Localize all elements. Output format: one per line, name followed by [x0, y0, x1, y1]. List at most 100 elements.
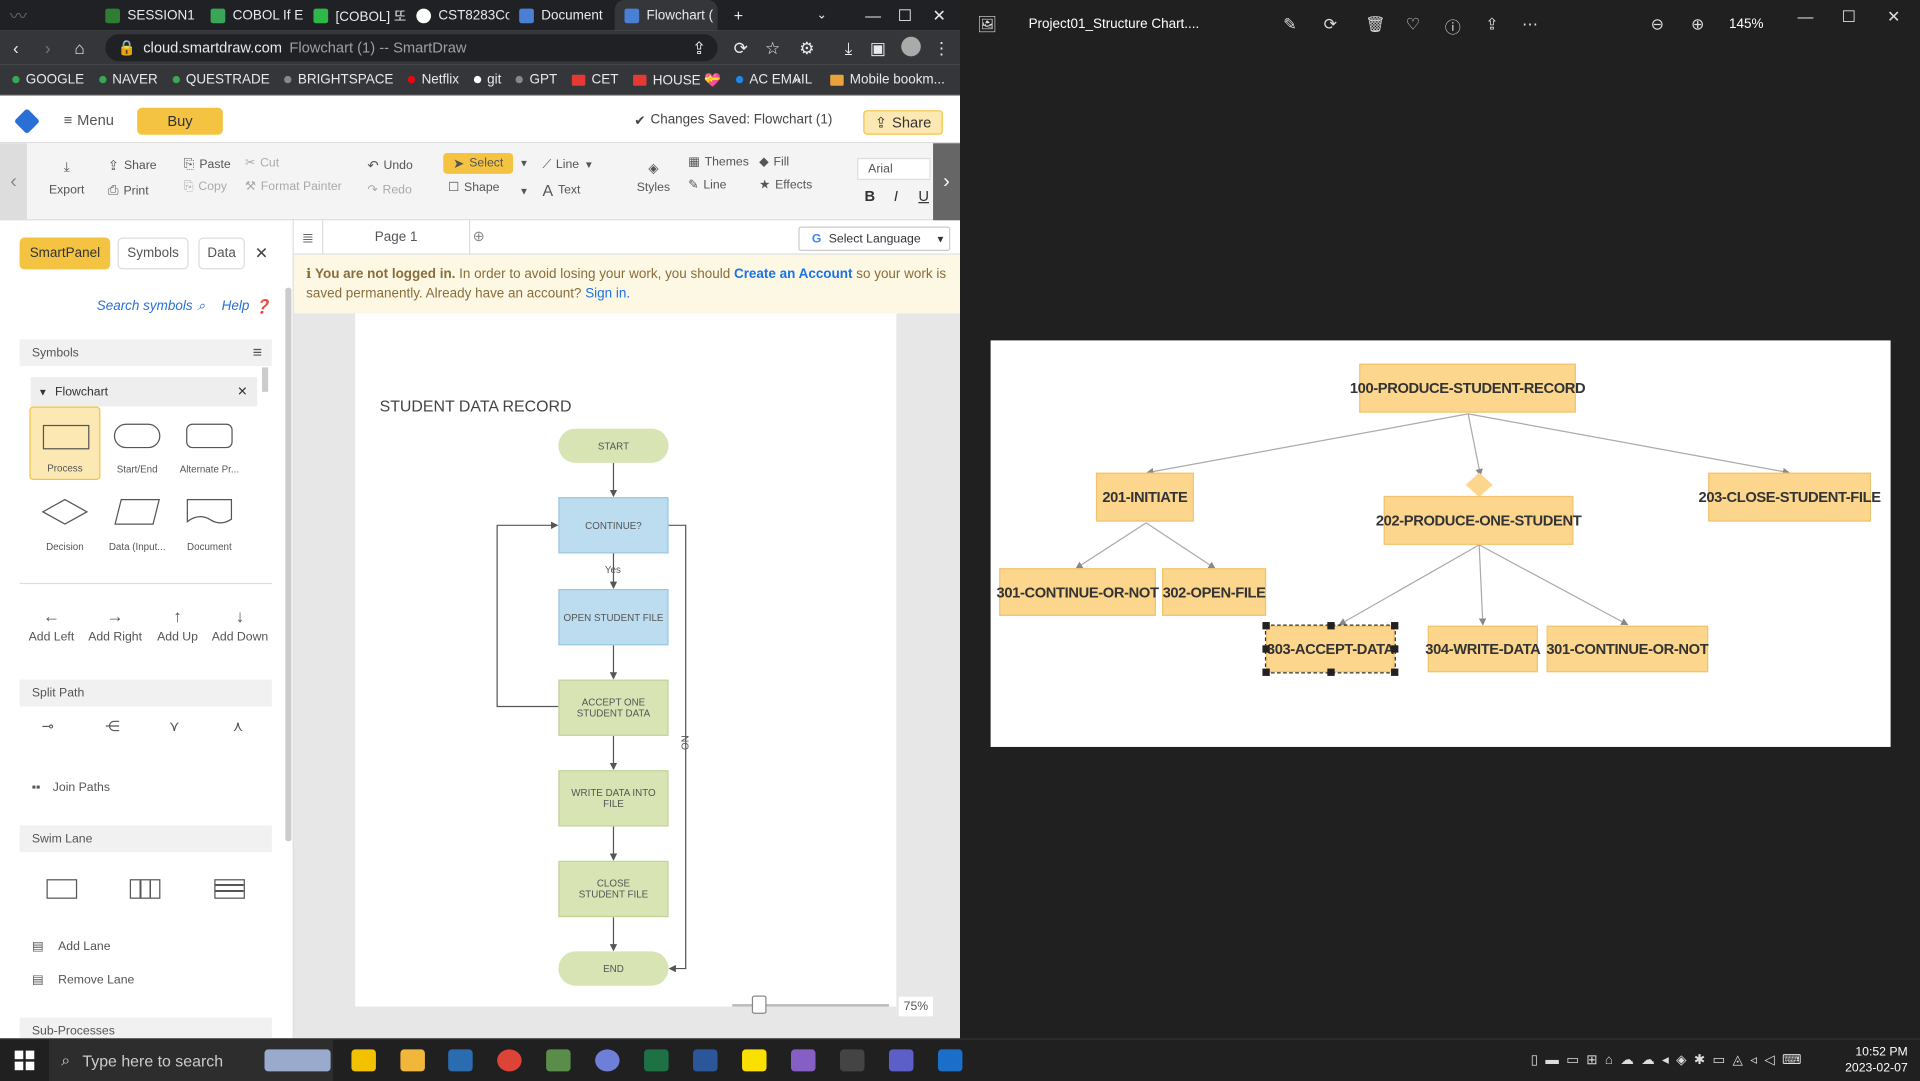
split-path-header[interactable]: Split Path: [19, 679, 272, 707]
avatar[interactable]: [901, 36, 921, 57]
copy-button[interactable]: ⎘Copy: [184, 180, 227, 193]
photos-icon[interactable]: [937, 1049, 963, 1072]
print-button[interactable]: ⎙Print: [108, 184, 149, 200]
share-page-icon[interactable]: ⇪: [691, 37, 707, 58]
app-icon[interactable]: [448, 1049, 473, 1072]
bookmark-ac-email[interactable]: AC EMAIL: [735, 72, 812, 87]
delete-icon[interactable]: 🗑: [1365, 14, 1386, 34]
redo-button[interactable]: ↷Redo: [367, 184, 411, 197]
viewer-zoom-level[interactable]: 145%: [1728, 17, 1764, 32]
windows-start-icon[interactable]: [14, 1050, 35, 1071]
gallery-icon[interactable]: 🖼: [977, 14, 998, 34]
tab-session1[interactable]: SESSION1: [96, 0, 201, 31]
split-path-icon[interactable]: ⊸: [41, 717, 54, 735]
flow-node-end[interactable]: END: [558, 951, 669, 986]
selection-handle[interactable]: [1262, 668, 1270, 676]
line-tool-button[interactable]: ⟋Line▼: [542, 158, 593, 171]
swim-lane-horizontal-icon[interactable]: [214, 879, 245, 899]
forward-icon[interactable]: ›: [44, 37, 51, 58]
bookmark-house[interactable]: HOUSE 💝: [633, 72, 721, 88]
add-left-button[interactable]: ←Add Left: [20, 606, 84, 644]
selection-handle[interactable]: [1327, 668, 1335, 676]
tab-search-icon[interactable]: ⌄: [816, 8, 827, 23]
chart-node-201[interactable]: 201-INITIATE: [1095, 472, 1194, 522]
url-input[interactable]: 🔒 cloud.smartdraw.com Flowchart (1) -- S…: [105, 34, 718, 62]
sidebar-icon[interactable]: ▣: [869, 37, 887, 58]
chart-node-304[interactable]: 304-WRITE-DATA: [1425, 625, 1541, 673]
fill-button[interactable]: ◆Fill: [759, 156, 789, 169]
image-app-icon[interactable]: [546, 1049, 571, 1072]
flowchart-library-header[interactable]: ▼Flowchart✕: [30, 377, 258, 407]
split-path-icon[interactable]: ⋎: [168, 717, 180, 735]
bookmark-naver[interactable]: NAVER: [98, 72, 158, 87]
bookmark-brightspace[interactable]: BRIGHTSPACE: [284, 72, 393, 87]
home-icon[interactable]: ⌂: [74, 37, 85, 58]
close-panel-button[interactable]: ✕: [254, 243, 269, 263]
r-app-icon[interactable]: [595, 1049, 620, 1072]
bookmark-google[interactable]: GOOGLE: [12, 72, 84, 87]
share-button[interactable]: ⇪Share: [863, 110, 943, 135]
chart-node-202[interactable]: 202-PRODUCE-ONE-STUDENT: [1376, 495, 1582, 545]
add-lane-button[interactable]: ▤Add Lane: [32, 940, 111, 953]
themes-button[interactable]: ▦Themes: [688, 156, 749, 169]
selection-handle[interactable]: [1391, 622, 1399, 630]
add-right-button[interactable]: →Add Right: [83, 606, 147, 644]
chart-node-302[interactable]: 302-OPEN-FILE: [1162, 568, 1267, 616]
tab-document[interactable]: Document: [509, 0, 612, 31]
ribbon-left-arrow[interactable]: ‹: [0, 143, 27, 221]
drawing-page[interactable]: STUDENT DATA RECORD START CONTINUE? Yes …: [355, 313, 897, 1007]
swim-lane-vertical-icon[interactable]: [129, 879, 161, 899]
close-window-icon[interactable]: ✕: [932, 5, 946, 24]
file-explorer-icon[interactable]: [400, 1049, 425, 1072]
new-tab-button[interactable]: +: [733, 6, 744, 25]
zoom-slider-handle[interactable]: [751, 995, 767, 1014]
search-symbols-link[interactable]: Search symbols⌕: [97, 299, 205, 315]
font-select[interactable]: Arial: [857, 157, 931, 181]
back-icon[interactable]: ‹: [13, 37, 19, 58]
symbol-start-end[interactable]: Start/End: [102, 407, 173, 480]
minimize-icon[interactable]: —: [865, 6, 882, 25]
refresh-icon[interactable]: ⟳: [733, 37, 748, 58]
favorite-icon[interactable]: ☆: [764, 37, 781, 58]
symbols-scrollbar[interactable]: [262, 367, 269, 392]
chart-node-301-a[interactable]: 301-CONTINUE-OR-NOT: [997, 568, 1159, 616]
maximize-icon[interactable]: ☐: [1841, 7, 1856, 26]
split-path-icon[interactable]: ⋲: [105, 717, 121, 735]
help-link[interactable]: Help❓: [222, 299, 271, 315]
share-icon[interactable]: ⇪: [1485, 14, 1499, 34]
close-window-icon[interactable]: ✕: [1886, 7, 1901, 26]
remove-lane-button[interactable]: ▤Remove Lane: [32, 973, 135, 986]
chrome-icon[interactable]: [497, 1049, 522, 1072]
flow-node-write-data[interactable]: WRITE DATA INTO FILE: [558, 770, 669, 827]
selection-handle[interactable]: [1391, 645, 1399, 653]
selection-handle[interactable]: [1327, 622, 1335, 630]
select-dropdown-icon[interactable]: ▼: [519, 157, 529, 169]
bookmark-git[interactable]: git: [473, 72, 501, 87]
sticky-notes-icon[interactable]: [351, 1049, 376, 1072]
diagram-title[interactable]: STUDENT DATA RECORD: [379, 396, 572, 416]
line-style-button[interactable]: ✎Line: [688, 179, 726, 192]
effects-button[interactable]: ★Effects: [759, 179, 812, 192]
minimize-icon[interactable]: —: [1797, 7, 1814, 26]
shape-tool-button[interactable]: ☐Shape: [448, 181, 499, 194]
selection-handle[interactable]: [1391, 668, 1399, 676]
tab-symbols[interactable]: Symbols: [117, 237, 189, 270]
bookmark-netflix[interactable]: Netflix: [408, 72, 459, 87]
chart-node-301-b[interactable]: 301-CONTINUE-OR-NOT: [1546, 625, 1709, 673]
toolbar-share-button[interactable]: ⇪Share: [108, 158, 157, 174]
structure-chart-image[interactable]: 100-PRODUCE-STUDENT-RECORD 201-INITIATE …: [990, 340, 1891, 747]
add-down-button[interactable]: ↓Add Down: [208, 606, 272, 644]
download-icon[interactable]: ⤓: [844, 37, 853, 58]
zoom-in-icon[interactable]: ⊕: [1691, 14, 1705, 34]
chart-node-203[interactable]: 203-CLOSE-STUDENT-FILE: [1699, 472, 1881, 522]
symbol-data[interactable]: Data (Input...: [102, 484, 173, 557]
panel-scrollbar[interactable]: [285, 287, 292, 842]
symbol-decision[interactable]: Decision: [29, 484, 100, 557]
buy-button[interactable]: Buy: [137, 107, 223, 135]
close-icon[interactable]: ✕: [237, 385, 248, 399]
more-icon[interactable]: ⋮: [933, 37, 951, 58]
edit-icon[interactable]: ✎: [1283, 14, 1297, 34]
word-icon[interactable]: [693, 1049, 718, 1072]
tab-data[interactable]: Data: [198, 237, 245, 270]
export-button[interactable]: ⤓Export: [49, 160, 84, 197]
